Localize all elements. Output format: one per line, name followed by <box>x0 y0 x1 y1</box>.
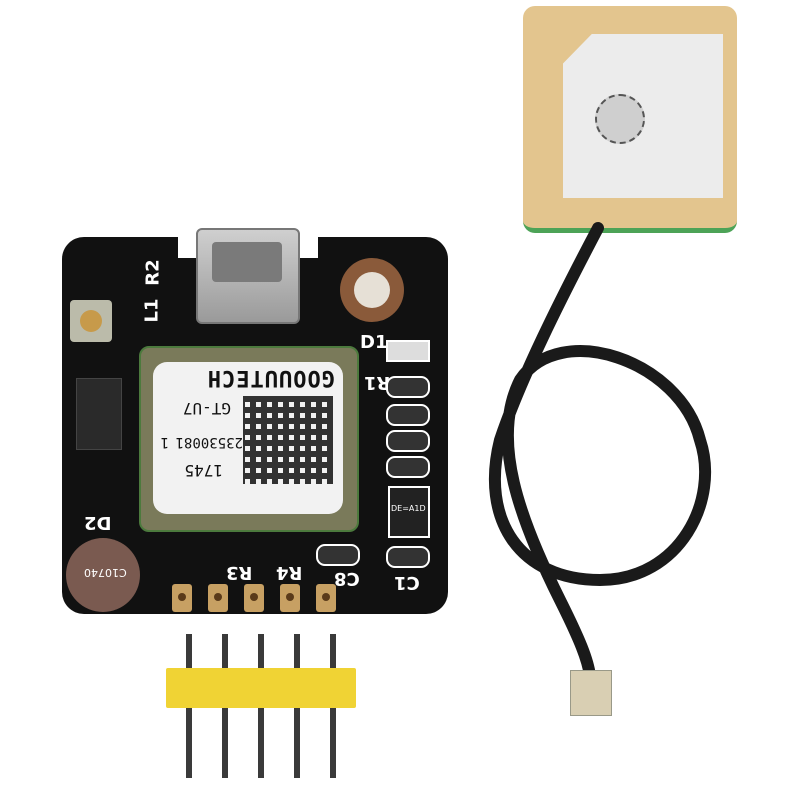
pin-pad-5 <box>316 584 336 612</box>
regulator-chip: DE=A1D <box>388 486 430 538</box>
antenna-feed-point <box>595 94 645 144</box>
antenna-silver-face <box>563 34 723 198</box>
micro-usb-port <box>196 228 300 324</box>
ceramic-patch-antenna <box>523 6 737 233</box>
pin-pad-3 <box>244 584 264 612</box>
diode-d1 <box>386 340 430 362</box>
pin-pad-4 <box>280 584 300 612</box>
ufl-antenna-socket <box>70 300 112 342</box>
ufl-center <box>80 310 102 332</box>
eeprom-chip <box>76 378 122 450</box>
mounting-hole-center <box>354 272 390 308</box>
ufl-cable-connector <box>570 670 612 716</box>
capacitor-c8 <box>316 544 360 566</box>
regulator-marking: DE=A1D <box>391 504 426 513</box>
pin-pad-1 <box>172 584 192 612</box>
backup-battery: C10740 <box>66 538 140 612</box>
usb-opening <box>212 242 282 282</box>
capacitor-2 <box>386 430 430 452</box>
pin-pad-2 <box>208 584 228 612</box>
capacitor-1 <box>386 404 430 426</box>
capacitor-c1 <box>386 546 430 568</box>
resistor-r1 <box>386 376 430 398</box>
capacitor-3 <box>386 456 430 478</box>
gps-module-shield: GOOUUTECH GT-U7 23530081 1 1745 <box>139 346 359 532</box>
mounting-hole <box>340 258 404 322</box>
silk-d1: D1 <box>360 332 388 353</box>
pin-header-housing <box>166 668 356 708</box>
